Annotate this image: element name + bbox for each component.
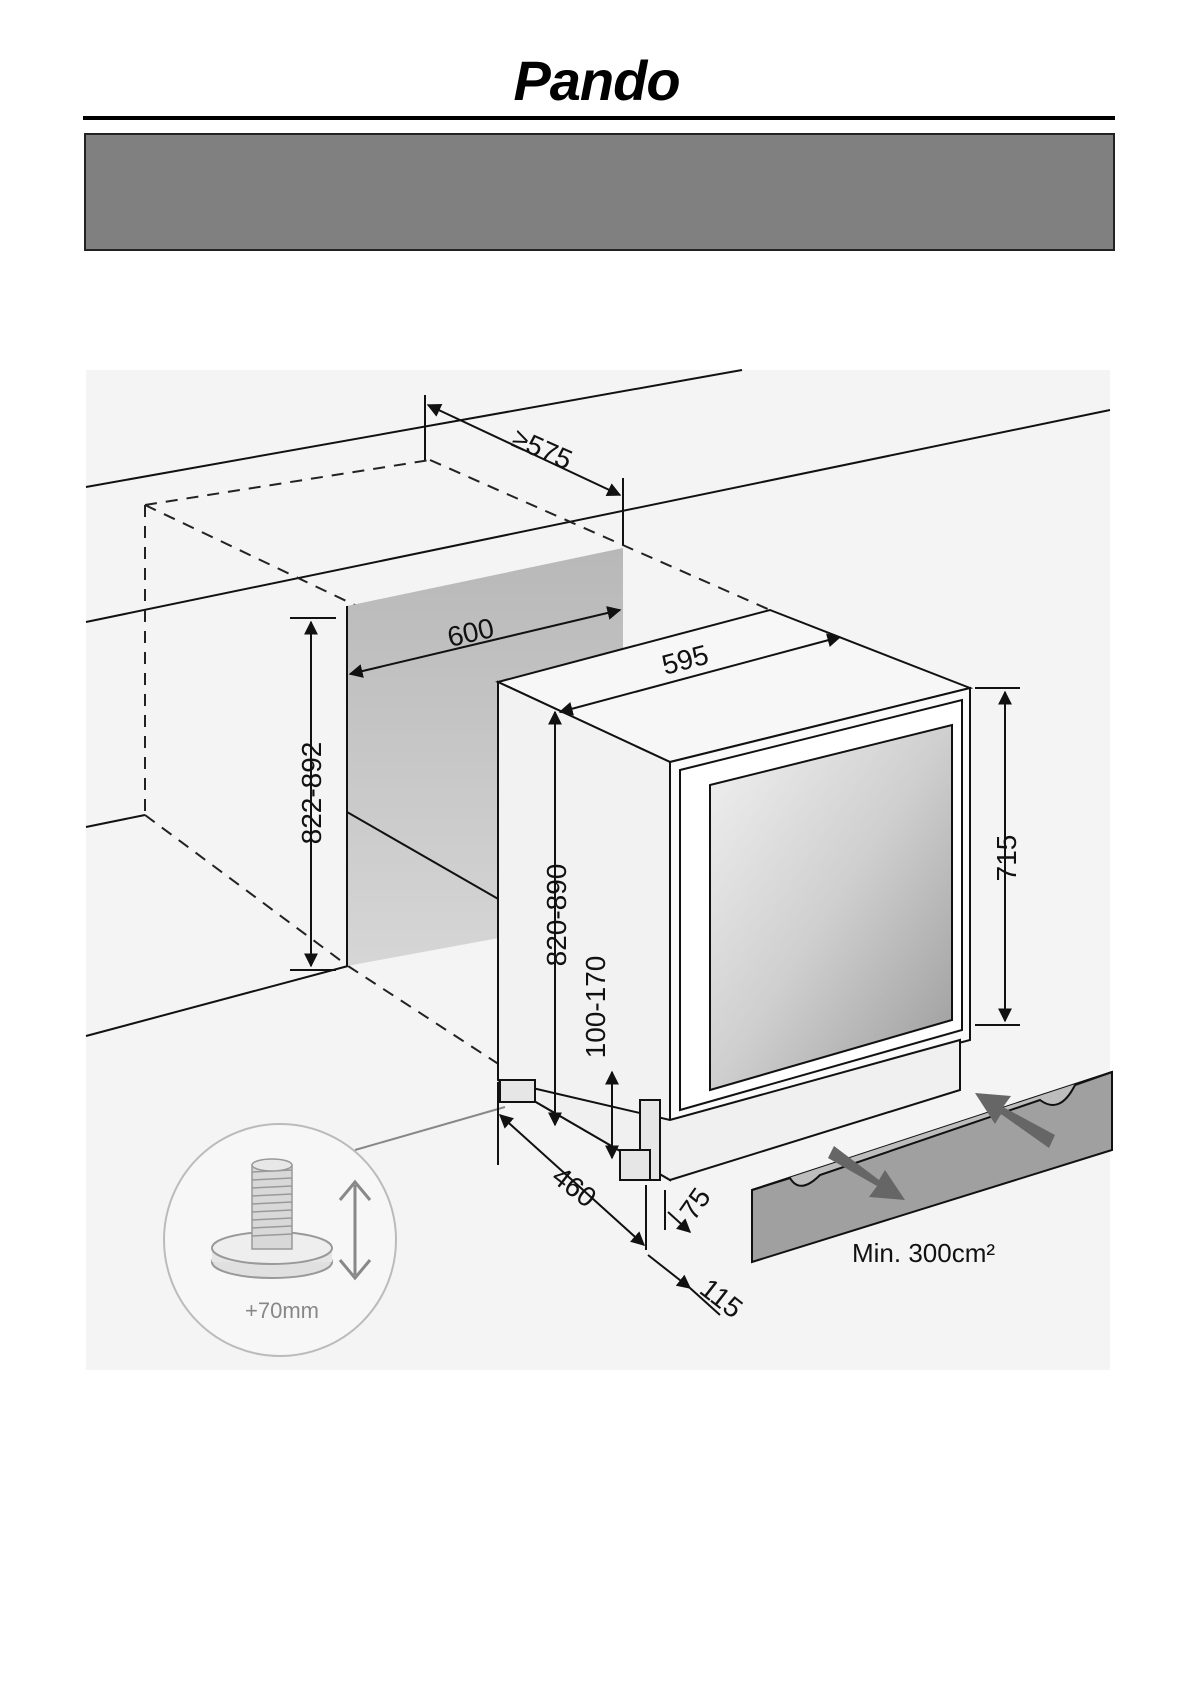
dim-appliance-height: 820-890 [541, 864, 572, 967]
header-bar [84, 133, 1115, 251]
dim-plinth-height: 100-170 [580, 956, 611, 1059]
cooler-foot-rear [499, 1079, 536, 1103]
ventilation-note: Min. 300cm² [852, 1238, 995, 1268]
airflow-out-arrow-icon [828, 1146, 905, 1200]
wine-cooler [495, 608, 974, 1182]
airflow-in-arrow-icon [975, 1093, 1055, 1148]
header-rule [83, 116, 1115, 120]
plinth-vent [751, 1070, 1113, 1264]
brand-logo: Pando [513, 49, 680, 112]
height-adjust-arrow-icon [338, 1179, 372, 1281]
dim-door-height: 715 [991, 835, 1022, 882]
foot-leader-line [354, 1106, 506, 1151]
adjustable-foot-detail: +70mm [163, 1123, 397, 1357]
countertop [85, 369, 1111, 1037]
dimension-lines [290, 395, 1020, 1316]
cooler-glass [709, 723, 953, 1092]
dim-niche-height: 822-892 [296, 742, 327, 845]
cooler-foot-mid [619, 1149, 651, 1181]
foot-adjust-label: +70mm [245, 1298, 319, 1323]
